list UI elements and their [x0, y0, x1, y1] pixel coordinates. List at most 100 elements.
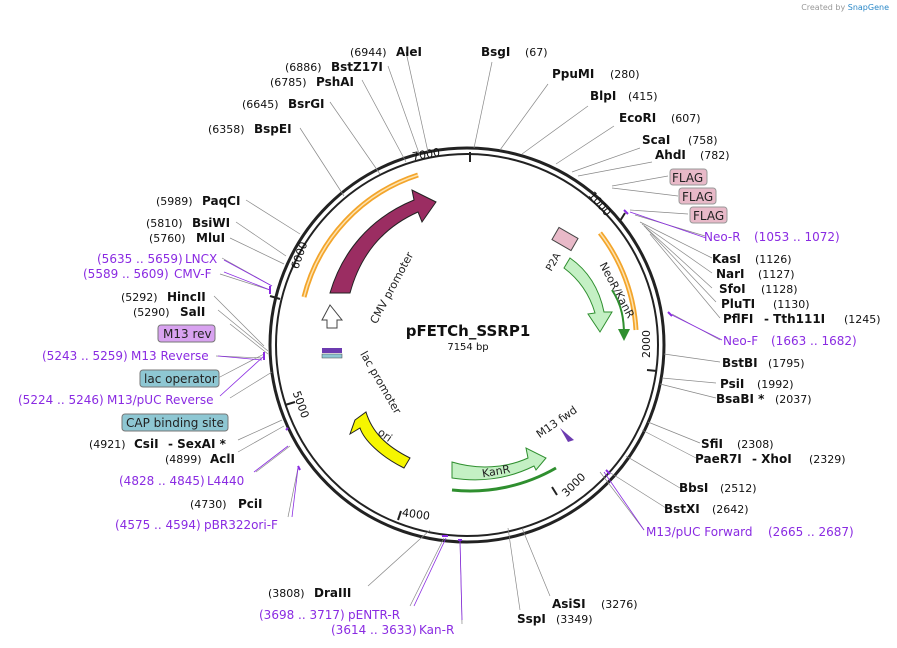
- enzyme-mlui: MluI: [196, 231, 225, 245]
- primer-m13-puc-reverse: M13/pUC Reverse: [107, 393, 214, 407]
- enzyme-pluti: PluTI: [721, 297, 755, 311]
- enzyme-paqci: PaqCI: [202, 194, 240, 208]
- ori-feature[interactable]: ori: [349, 411, 411, 469]
- plasmid-name: pFETCh_SSRP1: [406, 322, 531, 340]
- leader-lines: [213, 51, 721, 625]
- enzyme-sali: SalI: [180, 305, 205, 319]
- enzyme-pluti-pos: (1130): [773, 298, 810, 311]
- enzyme-nari-pos: (1127): [758, 268, 795, 281]
- enzyme-bsabi: BsaBI *: [716, 392, 765, 406]
- enzyme-bbsi: BbsI: [679, 481, 708, 495]
- p2a-label: P2A: [544, 251, 563, 273]
- enzyme-ahdi: AhdI: [655, 148, 686, 162]
- flag-box-2-label: FLAG: [682, 190, 713, 204]
- snapgene-credit: Created by SnapGene: [801, 3, 889, 12]
- tick-label-1000: 1000: [586, 189, 614, 219]
- tick-marks: [269, 152, 658, 521]
- primer-pbr322ori-f: pBR322ori-F: [204, 518, 278, 532]
- flag-box-1[interactable]: FLAG: [669, 168, 708, 186]
- primer-pentr-r-range: (3698 .. 3717): [259, 608, 345, 622]
- enzyme-draiii: DraIII: [314, 586, 351, 600]
- enzyme-bsabi-pos: (2037): [775, 393, 812, 406]
- enzyme-pflfi: PflFI: [723, 312, 753, 326]
- primer-neo-f-range: (1663 .. 1682): [771, 334, 857, 348]
- enzyme-blpi: BlpI: [590, 89, 616, 103]
- flag-box-2[interactable]: FLAG: [678, 187, 717, 205]
- enzyme-sali-pos: (5290): [133, 306, 170, 319]
- m13-fwd-label: M13 fwd: [534, 403, 580, 440]
- plasmid-length: 7154 bp: [447, 342, 488, 353]
- enzyme-ppumi: PpuMI: [552, 67, 594, 81]
- enzyme-asisi-pos: (3276): [601, 598, 638, 611]
- enzyme-pflfi-pos: (1245): [844, 313, 881, 326]
- enzyme-hincii: HincII: [167, 290, 206, 304]
- enzyme-ecori: EcoRI: [619, 111, 656, 125]
- snapgene-logo: SnapGene: [847, 3, 889, 12]
- enzyme-ppumi-pos: (280): [610, 68, 640, 81]
- enzyme-bstxi: BstXI: [664, 502, 700, 516]
- enzyme-acli-pos: (4899): [165, 453, 202, 466]
- enzyme-bstbi: BstBI: [722, 356, 758, 370]
- m13-rev-box[interactable]: M13 rev: [157, 324, 216, 343]
- lac-promoter-label: lac promoter: [357, 349, 404, 417]
- enzyme-pshai-pos: (6785): [270, 76, 307, 89]
- enzyme-acli: AclI: [210, 452, 235, 466]
- enzyme-bbsi-pos: (2512): [720, 482, 757, 495]
- enzyme-mlui-pos: (5760): [149, 232, 186, 245]
- enzyme-bsgi-pos: (67): [525, 46, 548, 59]
- plasmid-backbone: [268, 146, 666, 544]
- enzyme-alei: AleI: [396, 45, 422, 59]
- lac-operator-box-label: lac operator: [144, 372, 217, 386]
- kanr-feature[interactable]: KanR: [451, 447, 547, 480]
- enzyme-scai-pos: (758): [688, 134, 718, 147]
- lac-elements: lac promoter: [321, 348, 404, 417]
- enzyme-sfii: SfiI: [701, 437, 723, 451]
- enzyme-psii-pos: (1992): [757, 378, 794, 391]
- primer-cmv-f: CMV-F: [174, 267, 212, 281]
- enzyme-tth111i: - Tth111I: [764, 312, 825, 326]
- enzyme-sfoi-pos: (1128): [761, 283, 798, 296]
- enzyme-paer7i-pos: (2329): [809, 453, 846, 466]
- tick-label-6000: 6000: [289, 240, 311, 271]
- enzyme-csii-pos: (4921): [89, 438, 126, 451]
- enzyme-bsrgi-pos: (6645): [242, 98, 279, 111]
- enzyme-kasi: KasI: [712, 252, 741, 266]
- enzyme-ecori-pos: (607): [671, 112, 701, 125]
- primer-m13-puc-reverse-range: (5224 .. 5246): [18, 393, 104, 407]
- flag-box-3[interactable]: FLAG: [689, 206, 728, 224]
- enzyme-bspei: BspEI: [254, 122, 292, 136]
- primer-l4440: L4440: [207, 474, 244, 488]
- primer-lncx: LNCX: [185, 252, 217, 266]
- enzyme-alei-pos: (6944): [350, 46, 387, 59]
- enzyme-bstxi-pos: (2642): [712, 503, 749, 516]
- primer-kan-r-range: (3614 .. 3633): [331, 623, 417, 637]
- primer-l4440-range: (4828 .. 4845): [119, 474, 205, 488]
- enzyme-bstbi-pos: (1795): [768, 357, 805, 370]
- tick-label-5000: 5000: [290, 389, 312, 420]
- lac-operator-box[interactable]: lac operator: [139, 369, 220, 388]
- hsv-tk-feature[interactable]: HSV TK: [329, 189, 437, 294]
- primer-leader-lines: [217, 211, 723, 621]
- primer-neo-f: Neo-F: [723, 334, 758, 348]
- tick-label-2000: 2000: [640, 330, 653, 358]
- enzyme-csii: CsiI: [134, 437, 159, 451]
- enzyme-nari: NarI: [716, 267, 745, 281]
- enzyme-sfoi: SfoI: [719, 282, 746, 296]
- primer-pentr-r: pENTR-R: [348, 608, 400, 622]
- m13-fwd-feature[interactable]: M13 fwd: [534, 403, 580, 442]
- enzyme-sfii-pos: (2308): [737, 438, 774, 451]
- primer-cmv-f-range: (5589 .. 5609): [83, 267, 169, 281]
- enzyme-draiii-pos: (3808): [268, 587, 305, 600]
- enzyme-psii: PsiI: [720, 377, 744, 391]
- neor-kanr-feature[interactable]: NeoR/KanR: [563, 257, 637, 333]
- primer-neo-r: Neo-R: [704, 230, 741, 244]
- enzyme-scai: ScaI: [642, 133, 670, 147]
- enzyme-pcii: PciI: [238, 497, 263, 511]
- enzyme-sspi: SspI: [517, 612, 546, 626]
- primer-m13-reverse-range: (5243 .. 5259): [42, 349, 128, 363]
- cap-binding-site-box[interactable]: CAP binding site: [121, 413, 229, 432]
- enzyme-bsiwi-pos: (5810): [146, 217, 183, 230]
- orf-arcs: [301, 172, 639, 493]
- tick-label-4000: 4000: [401, 506, 431, 523]
- primer-lncx-range: (5635 .. 5659): [97, 252, 183, 266]
